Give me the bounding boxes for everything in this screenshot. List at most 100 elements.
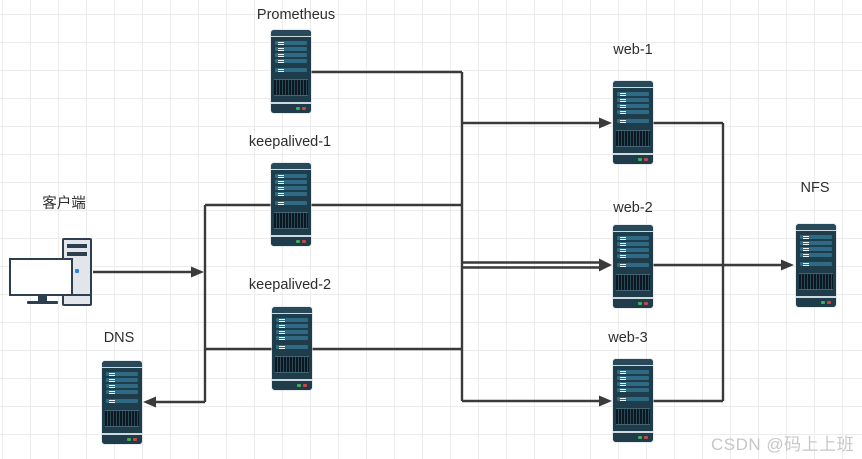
tower-drive-slot [67, 244, 87, 248]
server-top-panel [613, 225, 653, 232]
monitor-base [27, 301, 58, 304]
status-led-green-icon [297, 384, 301, 387]
arrowhead-to-web3 [599, 395, 612, 407]
server-drive-bay [106, 390, 138, 394]
server-vent-grill [616, 408, 650, 425]
server-top-panel [613, 81, 653, 88]
status-led-red-icon [644, 158, 648, 161]
server-status-panel [796, 296, 836, 307]
server-status-panel [613, 153, 653, 164]
keepalived1-label: keepalived-1 [248, 134, 332, 150]
server-vent-grill [274, 212, 308, 229]
server-drive-bay [276, 345, 308, 349]
status-led-red-icon [133, 438, 137, 441]
tower-divider [64, 294, 90, 296]
server-drive-bay [275, 53, 307, 57]
server-drive-bay [800, 247, 832, 251]
node-web3 [613, 359, 653, 442]
prometheus-label: Prometheus [256, 7, 336, 23]
server-icon [796, 224, 836, 307]
status-led-red-icon [644, 436, 648, 439]
server-drive-bay [275, 201, 307, 205]
status-led-red-icon [302, 240, 306, 243]
nfs-label: NFS [800, 180, 830, 196]
tower-drive-slot [67, 252, 87, 256]
server-top-panel [271, 163, 311, 170]
server-drive-bay [617, 104, 649, 108]
server-drive-bay [617, 370, 649, 374]
web1-label: web-1 [613, 42, 653, 58]
node-keepalived2 [272, 307, 312, 390]
server-drive-bays [613, 366, 653, 401]
server-drive-bay [617, 397, 649, 401]
server-drive-bay [275, 180, 307, 184]
arrowhead-to-nfs [781, 259, 794, 271]
status-led-red-icon [644, 302, 648, 305]
arrowhead-to-junction [191, 266, 204, 278]
status-led-green-icon [296, 107, 300, 110]
server-vent-grill [274, 79, 308, 96]
server-drive-bay [617, 388, 649, 392]
server-drive-bay [617, 92, 649, 96]
server-drive-bay [275, 174, 307, 178]
status-led-green-icon [296, 240, 300, 243]
server-drive-bay [617, 98, 649, 102]
server-top-panel [796, 224, 836, 231]
server-drive-bay [617, 119, 649, 123]
server-drive-bay [617, 254, 649, 258]
monitor-icon [9, 258, 73, 296]
status-led-red-icon [303, 384, 307, 387]
server-status-panel [271, 235, 311, 246]
server-icon [271, 163, 311, 246]
server-drive-bay [276, 336, 308, 340]
server-drive-bay [276, 330, 308, 334]
server-status-panel [102, 433, 142, 444]
server-drive-bays [796, 231, 836, 266]
server-drive-bay [800, 262, 832, 266]
server-drive-bay [106, 399, 138, 403]
arrowhead-to-web1 [599, 117, 612, 129]
server-drive-bay [617, 236, 649, 240]
server-drive-bays [613, 88, 653, 123]
server-status-panel [613, 431, 653, 442]
arrowhead-to-web2 [599, 258, 612, 272]
server-drive-bay [106, 378, 138, 382]
server-top-panel [272, 307, 312, 314]
server-icon [272, 307, 312, 390]
node-nfs [796, 224, 836, 307]
server-drive-bay [275, 41, 307, 45]
server-drive-bay [275, 186, 307, 190]
node-client [9, 238, 95, 306]
keepalived2-label: keepalived-2 [248, 277, 332, 293]
server-drive-bay [106, 384, 138, 388]
server-drive-bay [617, 248, 649, 252]
server-top-panel [102, 361, 142, 368]
server-drive-bay [617, 263, 649, 267]
server-icon [102, 361, 142, 444]
server-drive-bay [275, 59, 307, 63]
server-icon [613, 359, 653, 442]
status-led-green-icon [638, 302, 642, 305]
server-drive-bays [272, 314, 312, 349]
server-drive-bays [102, 368, 142, 403]
csdn-watermark: CSDN @码上上班 [711, 435, 855, 454]
server-drive-bay [276, 324, 308, 328]
server-drive-bay [617, 382, 649, 386]
server-drive-bay [276, 318, 308, 322]
web2-label: web-2 [613, 200, 653, 216]
server-vent-grill [105, 410, 139, 427]
node-keepalived1 [271, 163, 311, 246]
server-status-panel [272, 379, 312, 390]
server-drive-bay [275, 47, 307, 51]
server-vent-grill [799, 273, 833, 290]
server-vent-grill [616, 274, 650, 291]
server-drive-bays [271, 170, 311, 205]
server-drive-bay [617, 376, 649, 380]
status-led-green-icon [821, 301, 825, 304]
server-drive-bay [800, 253, 832, 257]
server-icon [613, 225, 653, 308]
web3-label: web-3 [608, 330, 648, 346]
server-icon [271, 30, 311, 113]
